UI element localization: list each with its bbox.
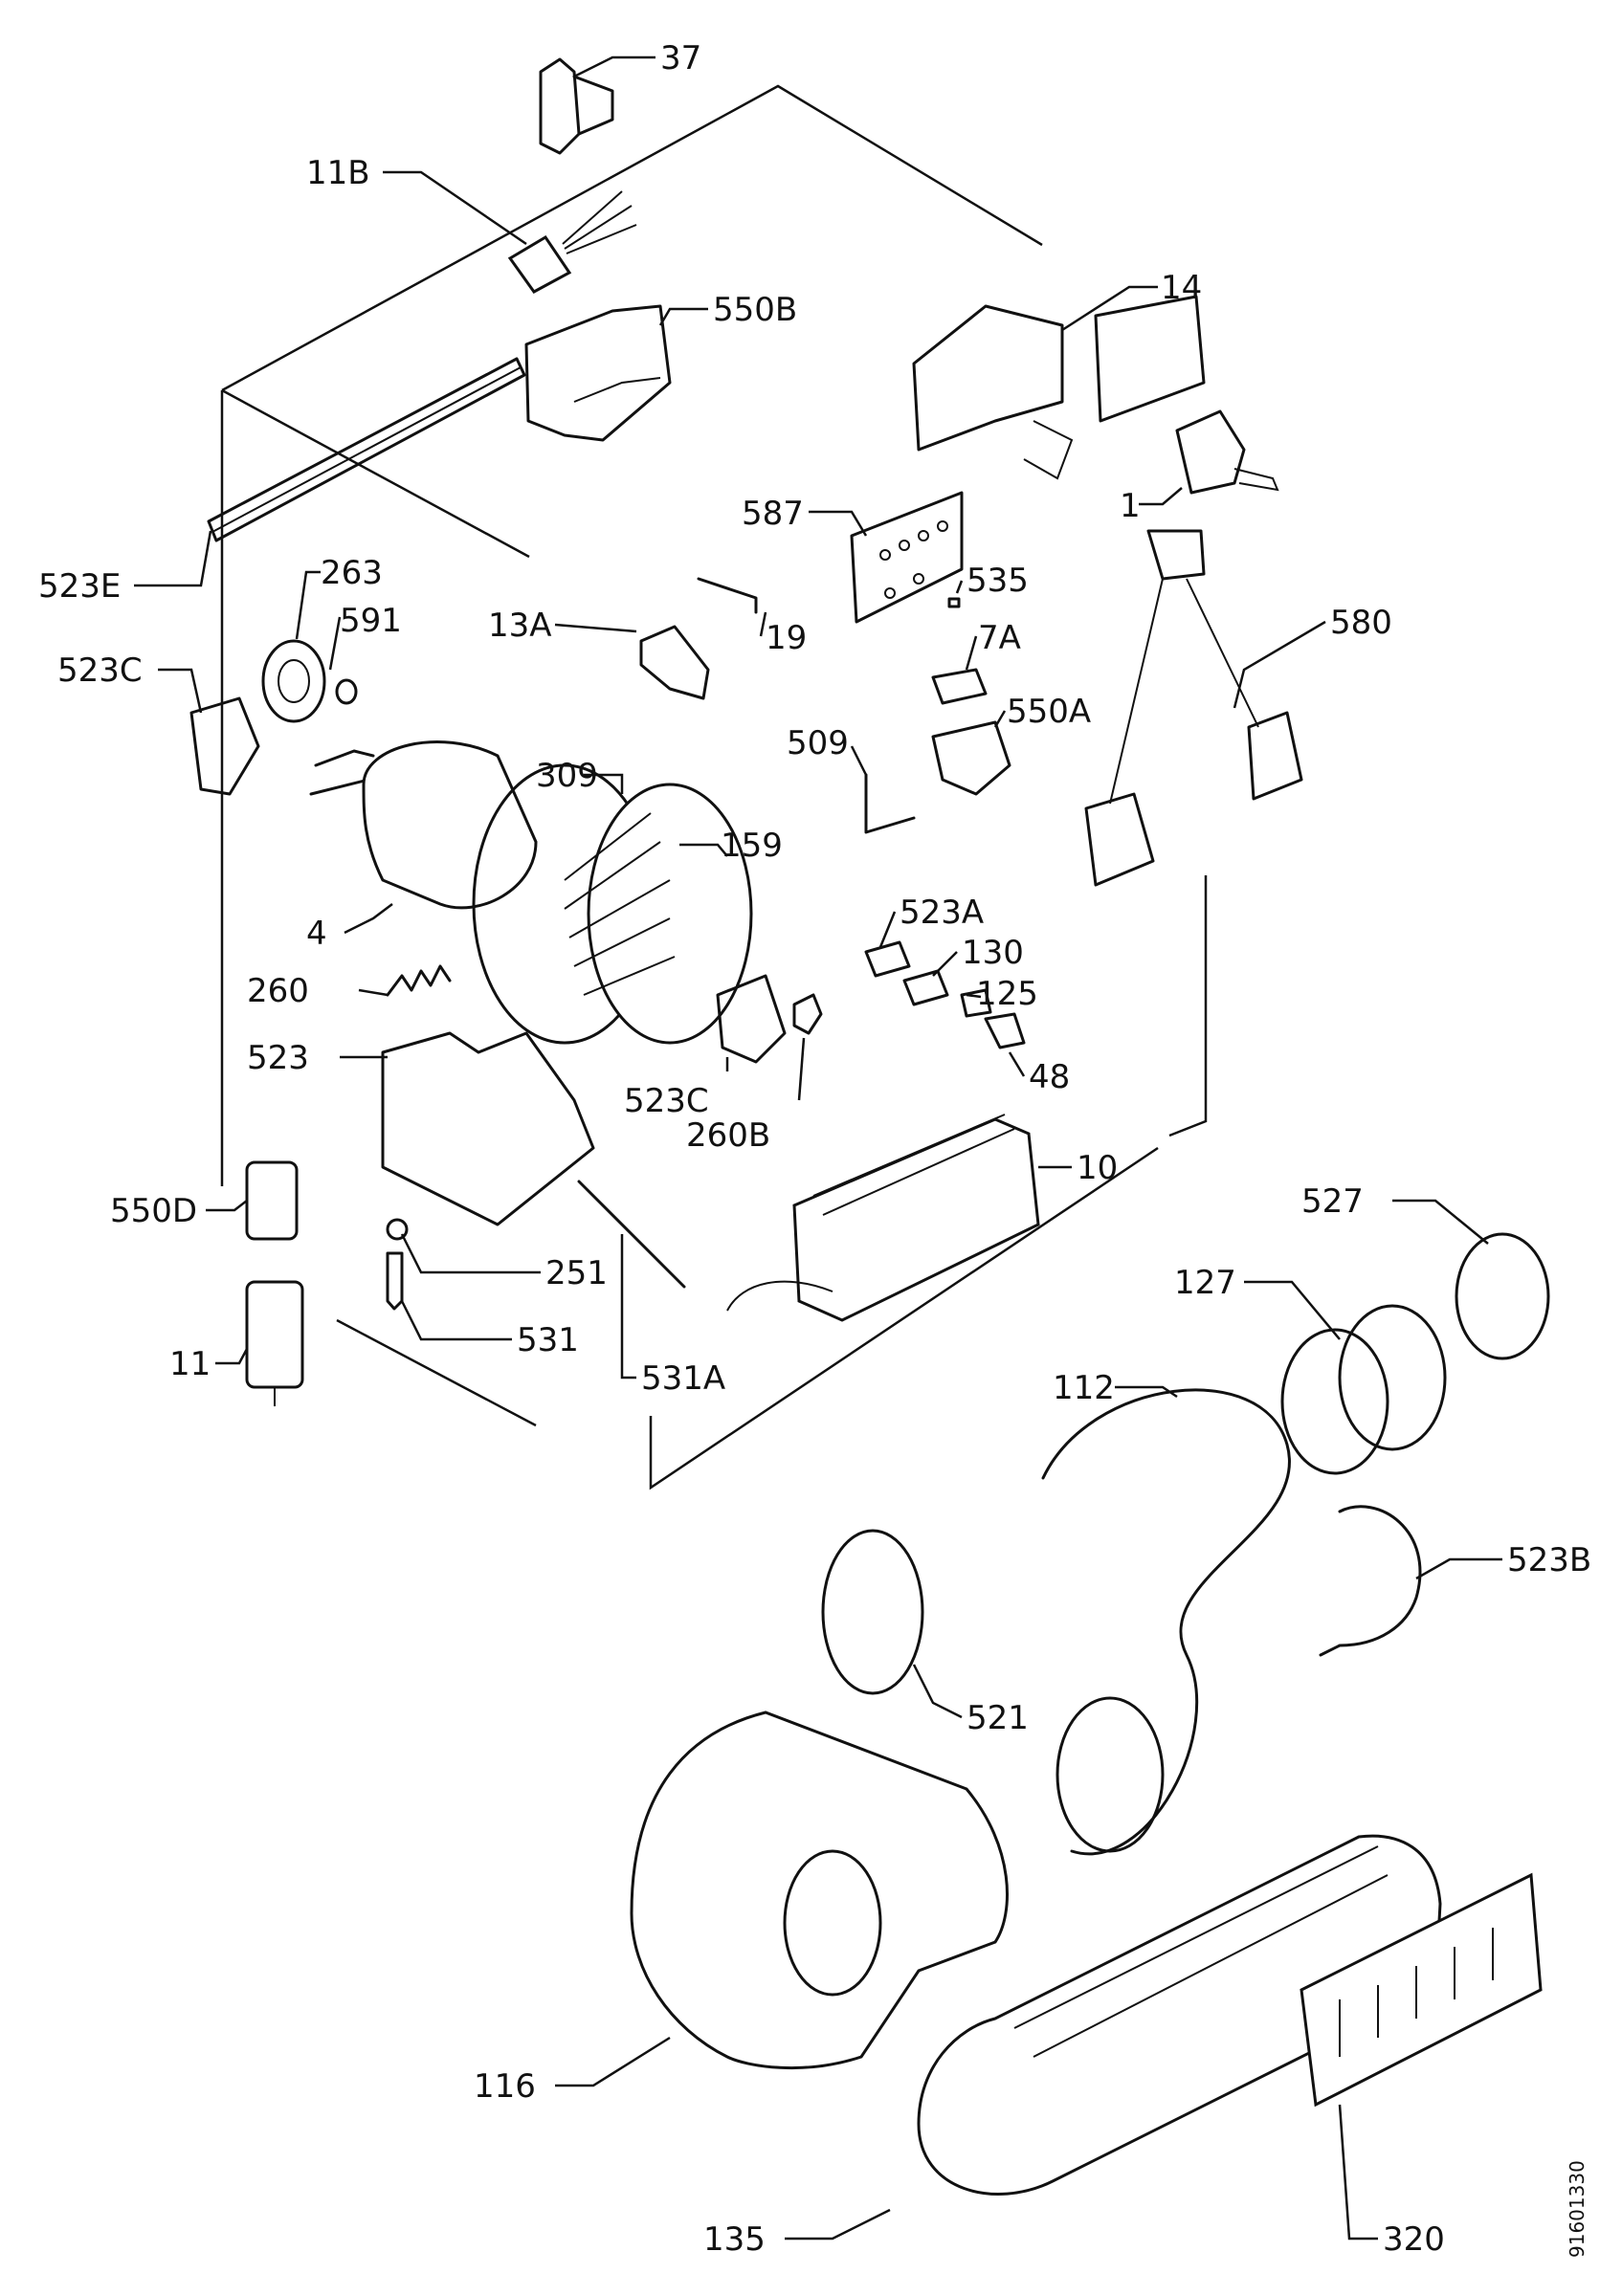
label-19: 19 bbox=[766, 619, 807, 657]
part-587-circuit-board bbox=[850, 491, 964, 624]
label-130: 130 bbox=[962, 934, 1024, 972]
part-550a bbox=[931, 720, 1011, 796]
label-4: 4 bbox=[306, 915, 327, 953]
label-127: 127 bbox=[1174, 1264, 1236, 1302]
part-523a bbox=[864, 940, 911, 978]
label-320: 320 bbox=[1383, 2220, 1445, 2259]
part-125 bbox=[960, 988, 992, 1018]
part-48 bbox=[984, 1012, 1026, 1049]
label-251: 251 bbox=[545, 1254, 608, 1292]
part-1-switch bbox=[1175, 409, 1279, 495]
part-523c-bracket-top bbox=[189, 696, 260, 796]
part-127-adapter bbox=[1280, 1304, 1447, 1475]
part-535 bbox=[947, 597, 961, 608]
part-550d bbox=[245, 1160, 299, 1241]
label-260: 260 bbox=[247, 972, 309, 1010]
part-527-ring bbox=[1455, 1232, 1550, 1360]
part-13a-connector bbox=[639, 625, 710, 700]
label-527: 527 bbox=[1301, 1182, 1364, 1221]
label-550b: 550B bbox=[713, 291, 797, 329]
part-550b-duct bbox=[524, 304, 672, 442]
label-135: 135 bbox=[703, 2220, 766, 2259]
label-14: 14 bbox=[1161, 269, 1202, 307]
label-587: 587 bbox=[742, 495, 804, 533]
leader-lines bbox=[134, 55, 1502, 2241]
part-135-duct bbox=[917, 1834, 1442, 2196]
label-550d: 550D bbox=[110, 1192, 197, 1230]
part-11-capacitor bbox=[245, 1280, 304, 1406]
label-523: 523 bbox=[247, 1039, 309, 1077]
part-labels: 37 11B 550B 14 1 587 523E 263 535 591 13… bbox=[38, 39, 1591, 2259]
part-523c-bracket-bottom bbox=[716, 974, 787, 1064]
part-260b-spring bbox=[792, 993, 823, 1035]
part-523e-rail bbox=[207, 357, 526, 542]
part-37-bracket bbox=[539, 57, 614, 155]
part-320-grille bbox=[1300, 1872, 1543, 2108]
label-11: 11 bbox=[169, 1345, 211, 1383]
part-523b-clamp bbox=[1319, 1505, 1422, 1657]
label-523c-top: 523C bbox=[57, 651, 143, 690]
document-id: 91601330 bbox=[1566, 2160, 1589, 2258]
label-13a: 13A bbox=[488, 607, 552, 645]
part-260-spring bbox=[386, 964, 452, 997]
label-523a: 523A bbox=[900, 894, 984, 932]
label-7a: 7A bbox=[978, 619, 1021, 657]
label-112: 112 bbox=[1053, 1369, 1115, 1407]
label-125: 125 bbox=[976, 975, 1038, 1013]
label-48: 48 bbox=[1029, 1058, 1070, 1096]
part-591-ring bbox=[335, 678, 358, 705]
label-523c-bottom: 523C bbox=[624, 1082, 709, 1120]
label-260b: 260B bbox=[686, 1116, 770, 1155]
part-509 bbox=[864, 773, 916, 834]
part-531a-rod bbox=[577, 1180, 686, 1289]
label-309: 309 bbox=[536, 757, 598, 795]
part-521-ring bbox=[821, 1529, 924, 1695]
part-251 bbox=[386, 1218, 409, 1241]
label-11b: 11B bbox=[306, 154, 370, 192]
part-14-control-module bbox=[912, 295, 1206, 480]
label-159: 159 bbox=[721, 827, 783, 865]
label-523e: 523E bbox=[38, 567, 121, 606]
label-116: 116 bbox=[474, 2067, 536, 2106]
part-10-heater bbox=[726, 1114, 1040, 1322]
label-37: 37 bbox=[660, 39, 701, 77]
part-7a bbox=[931, 668, 988, 705]
label-263: 263 bbox=[321, 554, 383, 592]
part-263-pulley bbox=[261, 639, 326, 723]
housing-frame bbox=[220, 84, 1208, 1490]
label-580: 580 bbox=[1330, 604, 1392, 642]
label-535: 535 bbox=[967, 562, 1029, 600]
part-580-harness bbox=[1084, 529, 1303, 887]
label-523b: 523B bbox=[1507, 1541, 1591, 1579]
part-19-wire bbox=[697, 577, 758, 614]
part-116-blower-housing bbox=[630, 1711, 1009, 2069]
label-531: 531 bbox=[517, 1321, 579, 1359]
part-159-impeller bbox=[564, 783, 753, 1045]
label-509: 509 bbox=[787, 724, 849, 762]
part-523-cradle bbox=[381, 1031, 595, 1226]
label-591: 591 bbox=[340, 602, 402, 640]
label-550a: 550A bbox=[1007, 693, 1091, 731]
label-10: 10 bbox=[1077, 1149, 1118, 1187]
label-1: 1 bbox=[1120, 487, 1141, 525]
label-531a: 531A bbox=[641, 1359, 725, 1398]
label-521: 521 bbox=[967, 1699, 1029, 1737]
part-4-motor bbox=[309, 740, 538, 910]
part-112-hose bbox=[1041, 1388, 1291, 1856]
part-531-screw bbox=[386, 1251, 404, 1311]
part-11b-capacitor bbox=[507, 190, 637, 294]
part-130 bbox=[902, 969, 949, 1006]
